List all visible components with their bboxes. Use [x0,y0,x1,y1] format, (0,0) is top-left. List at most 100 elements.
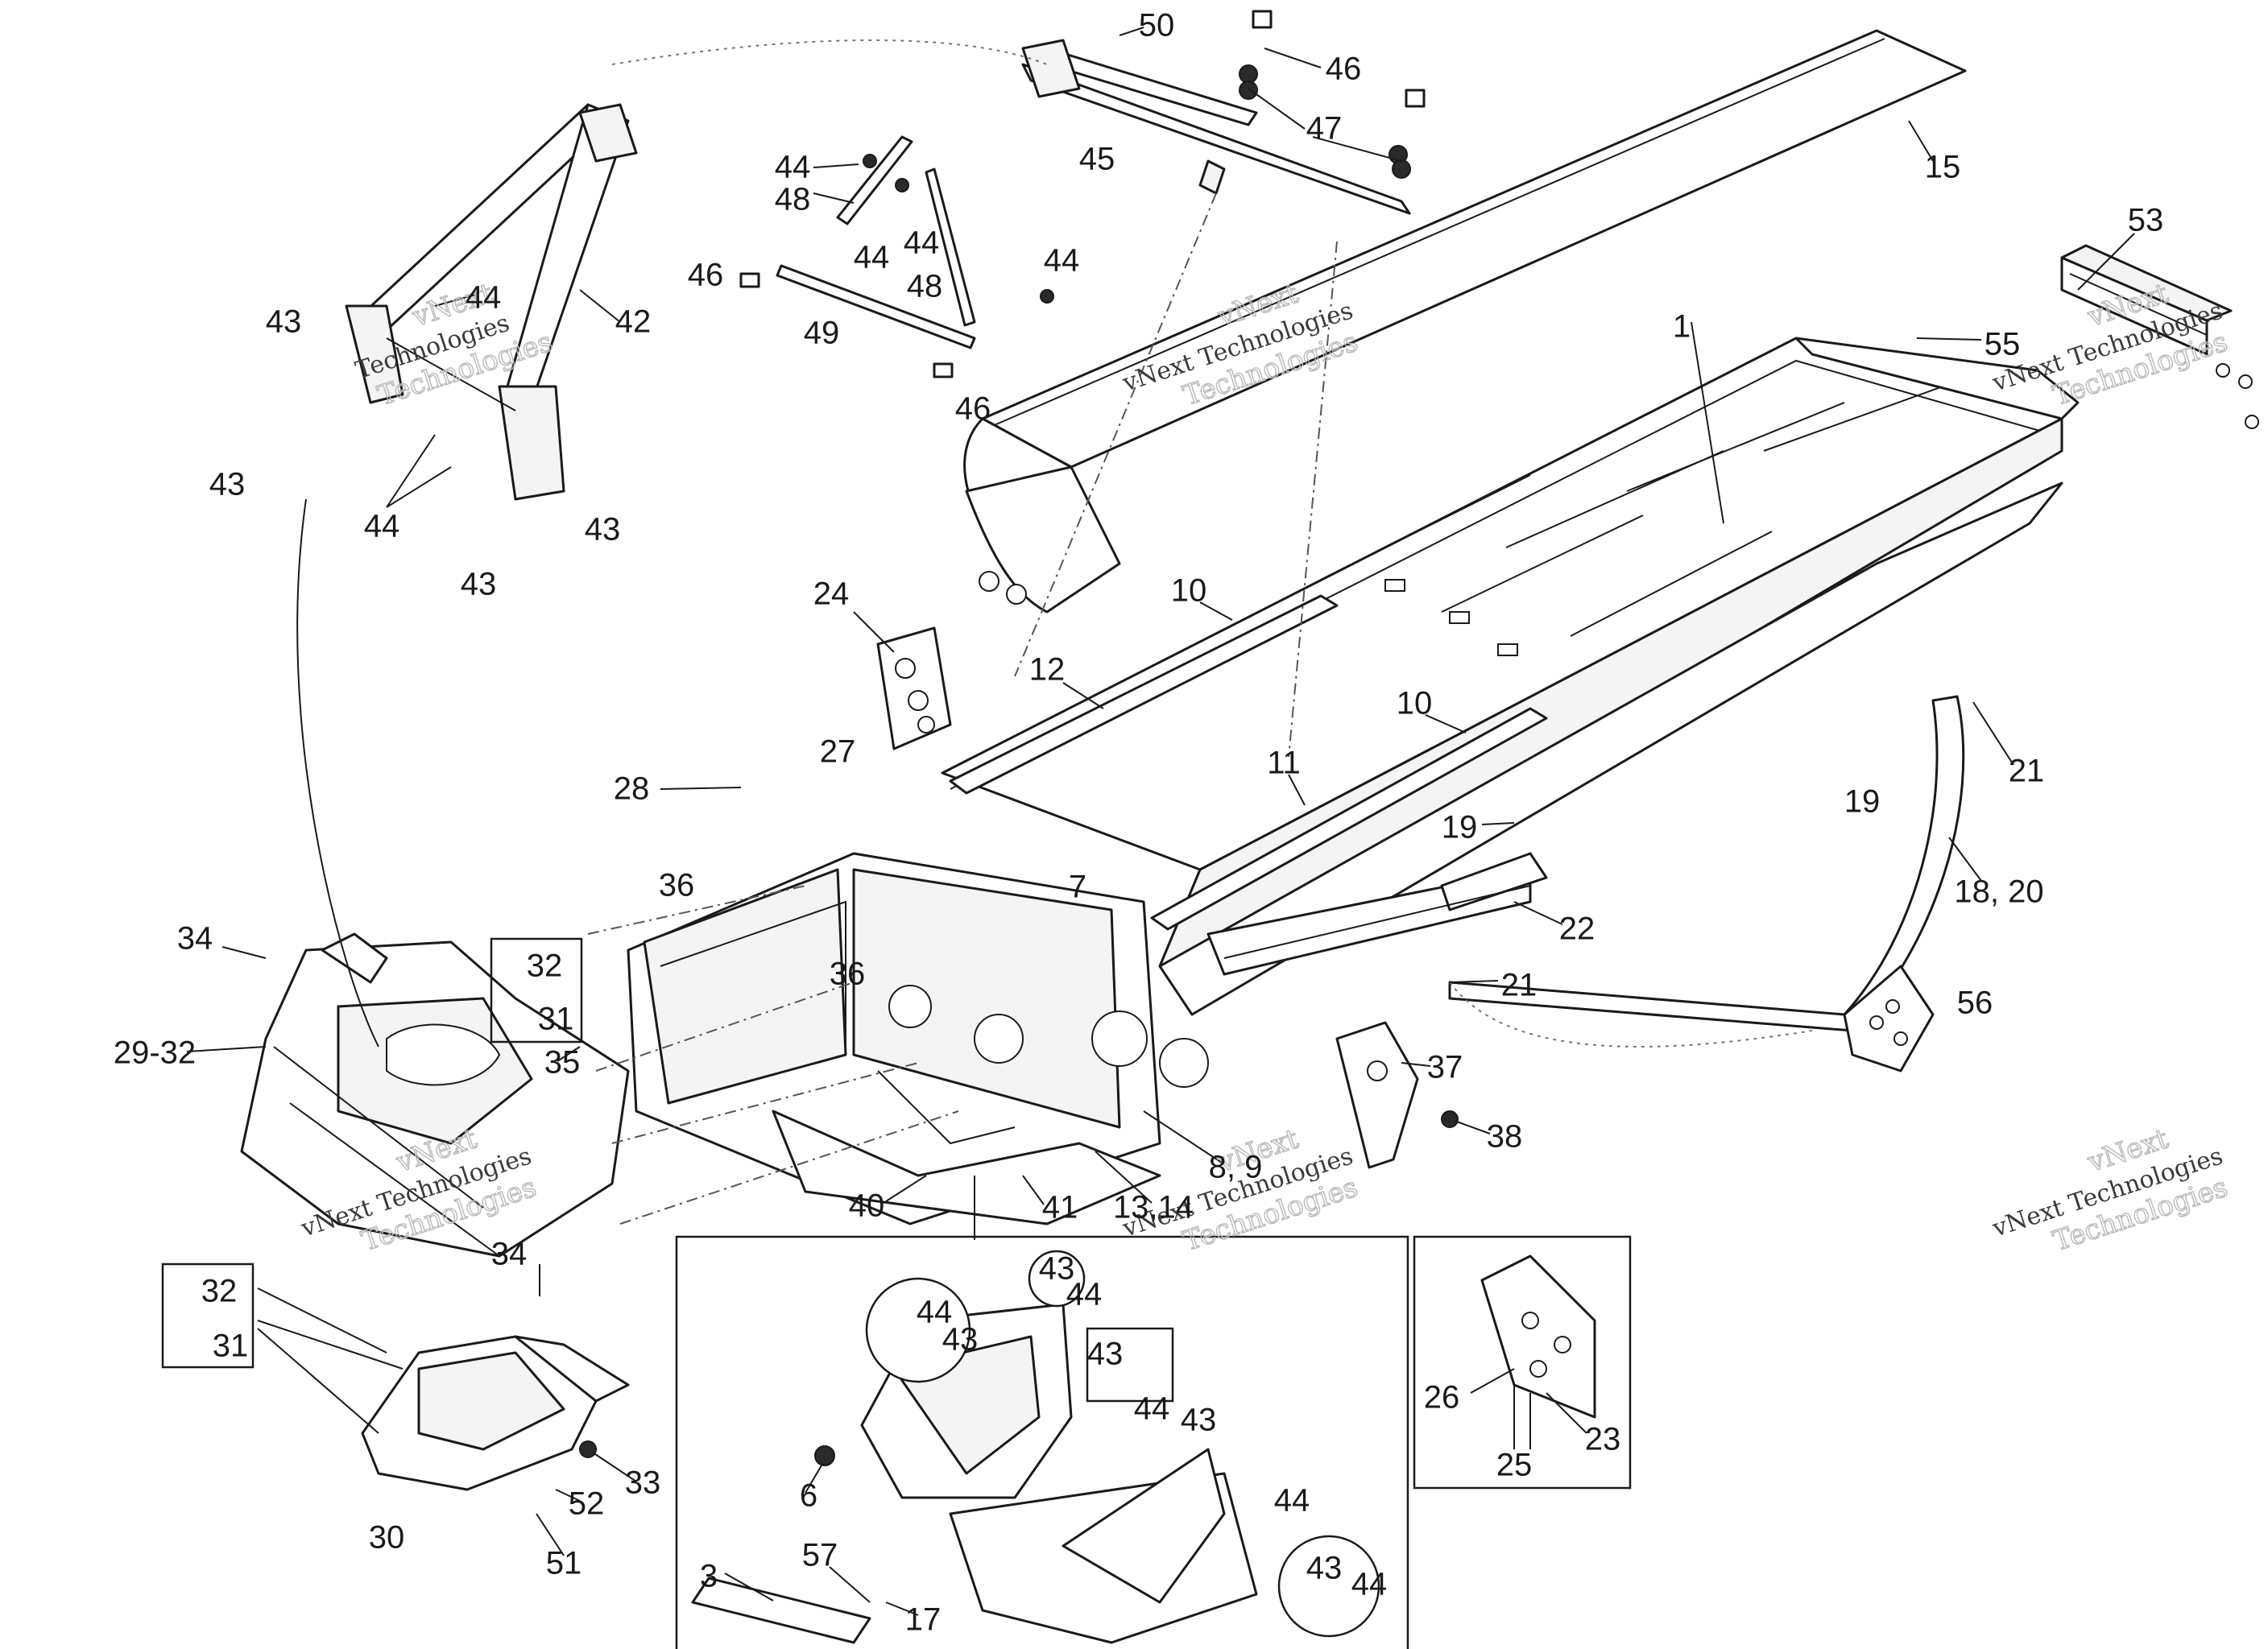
callout-c34b: 34 [491,1237,528,1272]
footrest-plates [1206,852,1548,976]
upper-brace [1021,10,1426,215]
callout-c44c: 44 [904,225,940,261]
callout-c44b: 44 [854,240,890,275]
callout-c48a: 48 [775,182,811,217]
callout-c47: 47 [1306,111,1343,147]
callout-c37: 37 [1427,1050,1463,1085]
callout-c51: 51 [546,1546,582,1581]
callout-c48b: 48 [907,269,943,304]
callout-c17: 17 [905,1602,942,1638]
callout-c31b: 31 [213,1329,249,1364]
callout-c43h: 43 [1181,1403,1217,1438]
callout-c46b: 46 [688,258,724,293]
callout-c44a: 44 [775,150,811,185]
callout-c31a: 31 [538,1002,574,1037]
callout-c44f: 44 [364,509,400,544]
callout-c29: 29-32 [114,1035,196,1071]
tie-rods [739,135,1054,378]
callout-c19a: 19 [1442,810,1478,845]
callout-c43d: 43 [461,567,497,602]
callout-c46c: 46 [955,391,991,427]
callout-c56: 56 [1957,986,1993,1021]
callout-c11: 11 [1267,746,1301,781]
lower-front-frame [361,1335,630,1491]
tunnel-side-lower [1158,481,2063,1016]
rail-strip-left [949,594,1339,795]
callout-c52: 52 [569,1486,605,1522]
callout-c21a: 21 [2009,754,2045,789]
callout-c24: 24 [813,577,850,612]
callout-c44j: 44 [1274,1483,1310,1519]
callout-c38: 38 [1487,1119,1523,1155]
callout-c36a: 36 [659,868,695,903]
callout-c44h: 44 [917,1295,953,1330]
rear-arm [1448,695,1965,1032]
callout-c46a: 46 [1326,52,1362,87]
callout-c8: 8, 9 [1209,1150,1263,1185]
callout-c43f: 43 [942,1322,979,1358]
callout-c19b: 19 [1844,784,1881,820]
callout-c43b: 43 [209,467,246,502]
front-suspension-module [240,932,630,1258]
front-bulkhead [627,852,1209,1225]
callout-c34a: 34 [177,921,213,957]
callout-c13: 13,14 [1113,1190,1194,1225]
detail-box-lower [675,1235,1409,1649]
callout-c26: 26 [1424,1380,1460,1415]
callout-c10b: 10 [1397,686,1433,721]
steering-support [345,103,638,501]
callout-c35: 35 [544,1045,581,1081]
callout-c44i: 44 [1134,1391,1170,1427]
detail-box-right [1413,1235,1632,1490]
callout-c28: 28 [614,771,650,807]
callout-c53: 53 [2128,203,2164,238]
callout-c30: 30 [369,1520,405,1556]
callout-c44g: 44 [1066,1277,1103,1312]
callout-c40: 40 [849,1188,885,1224]
callout-c50: 50 [1139,8,1175,43]
detail-box-32-31-lower [161,1263,255,1369]
callout-c43e: 43 [1039,1251,1075,1287]
callout-c25: 25 [1496,1448,1533,1483]
rail-strip-right [1150,707,1548,931]
callout-c7: 7 [1069,870,1086,905]
callout-c55: 55 [1984,327,2021,362]
callout-c22: 22 [1559,911,1595,947]
callout-c12: 12 [1029,652,1066,688]
callout-c43i: 43 [1306,1551,1343,1586]
callout-c27: 27 [820,734,856,770]
callout-c3: 3 [700,1559,718,1594]
callout-c21b: 21 [1501,968,1538,1003]
callout-c10a: 10 [1171,573,1207,609]
callout-c44k: 44 [1351,1567,1388,1602]
callout-c15: 15 [1925,150,1961,185]
bracket-37 [1335,1021,1459,1169]
rear-panel [1794,337,2080,420]
callout-c44e: 44 [466,280,502,316]
bracket-24 [876,626,952,750]
assembly-lines [296,39,1813,1296]
callout-c45: 45 [1079,142,1115,177]
bracket-56 [1843,965,1935,1072]
callout-c57: 57 [802,1538,838,1573]
detail-box-32-31-upper [490,937,583,1044]
leader-lines [186,27,2135,1616]
callout-c36b: 36 [830,957,866,992]
callout-c1: 1 [1673,309,1691,345]
callout-c49: 49 [804,316,840,351]
callout-c32a: 32 [527,948,563,984]
callout-c43c: 43 [585,512,621,548]
tunnel-assembly [941,29,2080,1016]
callout-c41: 41 [1042,1190,1078,1225]
callout-c43a: 43 [266,304,302,340]
front-flap-skirt [965,465,1121,614]
callout-c33: 33 [625,1465,661,1501]
callout-c18: 18, 20 [1954,874,2043,910]
callout-c6: 6 [800,1478,817,1514]
callout-c44d: 44 [1044,243,1080,279]
callout-c23: 23 [1585,1422,1621,1457]
